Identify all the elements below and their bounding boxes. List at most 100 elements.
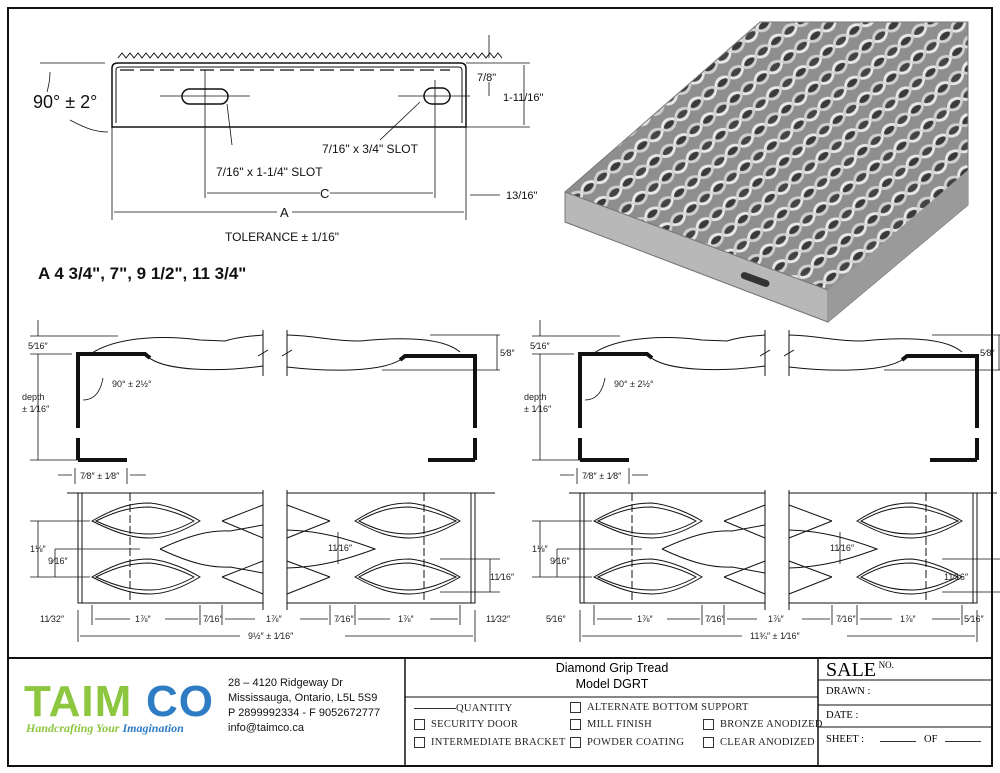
date-field[interactable]: DATE : <box>826 710 858 721</box>
pitch-label: 1⅛″ <box>30 544 47 554</box>
checkbox[interactable] <box>570 737 581 748</box>
flange-label: 7⁄8″ ± 1⁄8″ <box>80 471 120 481</box>
tolerance-label: TOLERANCE ± 1/16" <box>225 230 339 244</box>
drawn-label: DRAWN : <box>826 686 871 697</box>
top-gap-label: 5⁄16″ <box>28 341 49 351</box>
product-photo <box>564 21 969 323</box>
gap-2: 7⁄16″ <box>836 614 857 624</box>
angle-label: 90° ± 2½° <box>112 379 152 389</box>
plan-drawing-right <box>531 489 1000 643</box>
email[interactable]: info@taimco.ca <box>228 722 304 734</box>
gap-1: 7⁄16″ <box>203 614 224 624</box>
diamond-length-3: 1⅞″ <box>398 614 415 624</box>
long-slot-label: 7/16" x 1-1/4" SLOT <box>216 165 323 179</box>
logo-text-blue: CO <box>146 677 214 726</box>
checkbox-bronze-anodized[interactable]: BRONZE ANODIZED <box>703 719 823 730</box>
offset-label: 9⁄16″ <box>550 556 571 566</box>
mid-label: 11⁄16″ <box>328 543 353 553</box>
lip-label: 5⁄8″ <box>500 348 516 358</box>
a-sizes-label: A 4 3/4", 7", 9 1/2", 11 3/4" <box>38 264 246 283</box>
edge-left-label: 11⁄32″ <box>40 614 65 624</box>
depth-label: depth <box>524 392 547 402</box>
profile-drawing-left <box>28 318 502 486</box>
checkbox-clear-anodized[interactable]: CLEAR ANODIZED <box>703 737 815 748</box>
diamond-length-1: 1⅞″ <box>637 614 654 624</box>
dim-13-16: 13/16" <box>506 190 538 202</box>
gap-1: 7⁄16″ <box>705 614 726 624</box>
title-block-grid <box>8 657 992 766</box>
edge-right-label: 5⁄16″ <box>964 614 985 624</box>
depth-tolerance-label: ± 1⁄16″ <box>22 404 50 414</box>
option-label: INTERMEDIATE BRACKET <box>431 737 566 748</box>
right-label: 11⁄16″ <box>490 572 515 582</box>
option-label: ALTERNATE BOTTOM SUPPORT <box>587 702 749 713</box>
checkbox[interactable] <box>703 719 714 730</box>
dim-7-8: 7/8" <box>477 72 496 84</box>
option-label: CLEAR ANODIZED <box>720 737 815 748</box>
drawing-title: Diamond Grip Tread Model DGRT <box>406 660 818 692</box>
profile-labels-left: 5⁄16″ depth ± 1⁄16″ 90° ± 2½° 7⁄8″ ± 1⁄8… <box>22 341 516 481</box>
diamond-length-1: 1⅞″ <box>135 614 152 624</box>
sale-number-field[interactable]: SALE NO. <box>826 659 894 682</box>
diamond-length-2: 1⅞″ <box>768 614 785 624</box>
side-elevation-labels: 90° ± 2° 7/8" 1-11/16" 13/16" 7/16" x 3/… <box>33 72 543 283</box>
pitch-label: 1⅛″ <box>532 544 549 554</box>
angle-label: 90° ± 2½° <box>614 379 654 389</box>
option-label: BRONZE ANODIZED <box>720 719 823 730</box>
plan-drawing-left <box>29 489 501 643</box>
sheet-label: SHEET : <box>826 734 865 745</box>
gap-2: 7⁄16″ <box>334 614 355 624</box>
taimco-logo: TAIM CO Handcrafting Your Imagination <box>24 677 214 735</box>
checkbox[interactable] <box>414 719 425 730</box>
option-label: SECURITY DOOR <box>431 719 519 730</box>
checkbox[interactable] <box>414 737 425 748</box>
offset-label: 9⁄16″ <box>48 556 69 566</box>
short-slot-label: 7/16" x 3/4" SLOT <box>322 142 419 156</box>
quantity-label: QUANTITY <box>456 703 513 714</box>
checkbox-mill-finish[interactable]: MILL FINISH <box>570 719 652 730</box>
bend-angle-label: 90° ± 2° <box>33 92 97 112</box>
checkbox-alternate-bottom-support[interactable]: ALTERNATE BOTTOM SUPPORT <box>570 702 749 713</box>
dim-1-11-16: 1-11/16" <box>503 92 543 104</box>
checkbox-intermediate-bracket[interactable]: INTERMEDIATE BRACKET <box>414 737 566 748</box>
edge-right-label: 11⁄32″ <box>486 614 511 624</box>
checkbox[interactable] <box>703 737 714 748</box>
checkbox-powder-coating[interactable]: POWDER COATING <box>570 737 684 748</box>
logo-tagline: Handcrafting Your Imagination <box>25 721 184 735</box>
lip-label: 5⁄8″ <box>980 348 996 358</box>
diamond-length-3: 1⅞″ <box>900 614 917 624</box>
address-line: 28 – 4120 Ridgeway Dr <box>228 677 343 689</box>
side-elevation-drawing <box>40 35 530 220</box>
edge-left-label: 5⁄16″ <box>546 614 567 624</box>
model-name: Model DGRT <box>575 677 649 691</box>
dim-a-label: A <box>280 205 289 220</box>
sheet-border <box>7 7 993 767</box>
diamond-length-2: 1⅞″ <box>266 614 283 624</box>
total-width-label: 11¾″ ± 1⁄16″ <box>750 631 800 641</box>
logo-text-green: TAIM <box>24 677 132 726</box>
sale-no-label: NO. <box>878 660 894 670</box>
depth-label: depth <box>22 392 45 402</box>
total-width-label: 9½″ ± 1⁄16″ <box>248 631 294 641</box>
phone-fax: P 2899992334 - F 9052672777 <box>228 707 381 719</box>
address-city: Mississauga, Ontario, L5L 5S9 <box>228 692 378 704</box>
product-name: Diamond Grip Tread <box>555 661 669 675</box>
plan-labels-right: 1⅛″ 9⁄16″ 11⁄16″ 11⁄16″ 5⁄16″ 1⅞″ 7⁄16″ … <box>532 543 985 641</box>
option-label: MILL FINISH <box>587 719 653 730</box>
profile-drawing-right <box>530 318 1000 486</box>
dim-c-label: C <box>320 186 329 201</box>
profile-labels-right: 5⁄16″ depth ± 1⁄16″ 90° ± 2½° 7⁄8″ ± 1⁄8… <box>524 341 996 481</box>
right-label: 11⁄16″ <box>944 572 969 582</box>
checkbox[interactable] <box>570 702 581 713</box>
date-label: DATE : <box>826 710 859 721</box>
drawn-field[interactable]: DRAWN : <box>826 686 870 697</box>
plan-labels-left: 1⅛″ 9⁄16″ 11⁄16″ 11⁄16″ 11⁄32″ 1⅞″ 7⁄16″… <box>30 543 515 641</box>
depth-tolerance-label: ± 1⁄16″ <box>524 404 552 414</box>
quantity-field[interactable]: QUANTITY <box>414 703 513 714</box>
sheet-field[interactable]: SHEET : OF <box>826 734 982 745</box>
checkbox-security-door[interactable]: SECURITY DOOR <box>414 719 518 730</box>
flange-label: 7⁄8″ ± 1⁄8″ <box>582 471 622 481</box>
checkbox[interactable] <box>570 719 581 730</box>
of-label: OF <box>924 734 938 745</box>
